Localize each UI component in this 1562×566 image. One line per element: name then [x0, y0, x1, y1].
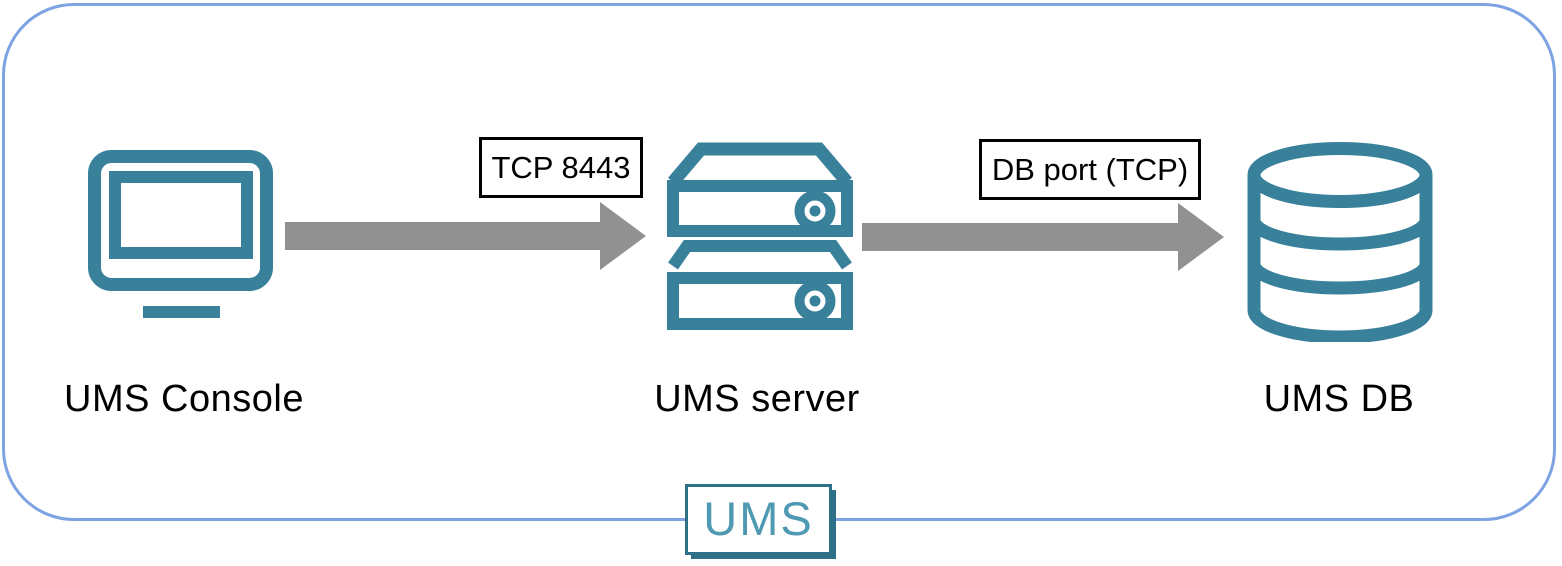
- arrow-right-icon-console-to-server: [285, 202, 646, 270]
- connection-label-db-port: DB port (TCP): [979, 139, 1201, 200]
- arrow-right-icon-server-to-db: [862, 203, 1224, 271]
- node-label-ums-server: UMS server: [654, 378, 860, 420]
- node-label-ums-console: UMS Console: [64, 378, 304, 420]
- ums-logo-text: UMS: [703, 492, 814, 545]
- monitor-icon: [88, 150, 273, 318]
- node-label-ums-db: UMS DB: [1263, 378, 1415, 420]
- server-icon: [667, 142, 853, 330]
- connection-label-tcp-8443: TCP 8443: [479, 137, 643, 198]
- database-icon: [1247, 142, 1433, 342]
- ums-logo-box: UMS: [685, 484, 832, 555]
